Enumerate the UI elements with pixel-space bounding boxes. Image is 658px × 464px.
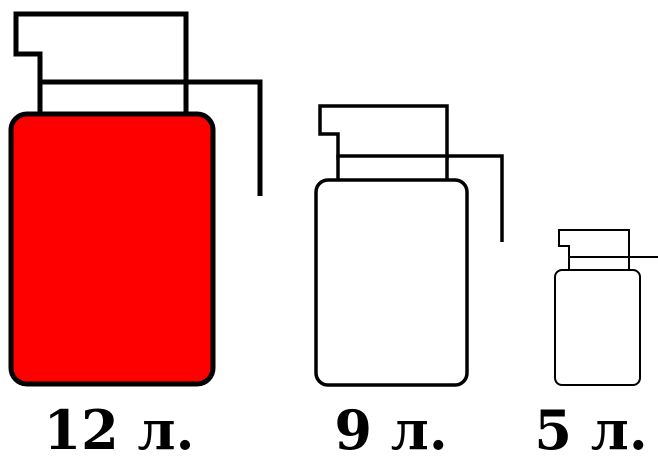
jug-9-liters xyxy=(314,104,504,387)
jug-5-lid xyxy=(558,229,630,259)
jug-5-body xyxy=(554,269,641,386)
jug-9-lid xyxy=(318,104,449,160)
jug-5-capacity-label: 5 л. xyxy=(534,398,648,462)
jug-12-handle xyxy=(186,79,263,196)
jug-12-liters xyxy=(8,11,263,387)
jug-12-capacity-label: 12 л. xyxy=(43,398,195,462)
jug-5-neck xyxy=(568,256,630,272)
jug-9-neck xyxy=(336,154,449,184)
jug-12-body xyxy=(8,111,216,387)
jug-9-handle xyxy=(447,154,504,242)
jug-12-lid xyxy=(13,11,189,87)
jug-9-body xyxy=(314,178,469,387)
jug-5-liters xyxy=(554,229,658,386)
jug-9-capacity-label: 9 л. xyxy=(334,398,448,462)
jug-12-neck xyxy=(37,79,189,119)
